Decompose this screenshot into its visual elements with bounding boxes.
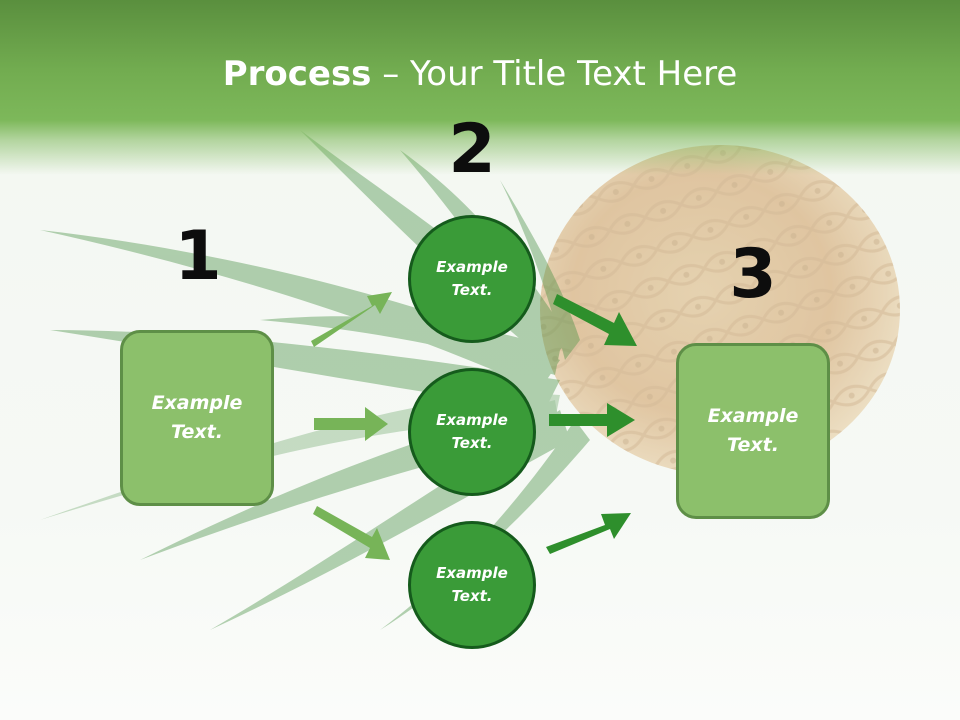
arrow-to-bottom-circle — [313, 506, 390, 560]
arrow-to-middle-circle — [314, 407, 388, 441]
circle-top-label: Example Text. — [436, 258, 508, 299]
circle-middle-label: Example Text. — [436, 411, 508, 452]
circle-bottom-label: Example Text. — [436, 564, 508, 605]
title-bold: Process — [222, 54, 372, 94]
step-number-1: 1 — [174, 217, 222, 296]
right-process-box[interactable]: Example Text. — [676, 343, 830, 519]
left-box-label: Example Text. — [151, 392, 243, 443]
arrow-top-to-right — [553, 294, 637, 346]
slide-title: Process – Your Title Text Here — [0, 52, 960, 96]
arrow-middle-to-right — [549, 403, 635, 437]
step-number-3: 3 — [729, 235, 777, 314]
arrow-bottom-to-right — [546, 513, 631, 554]
circle-top[interactable]: Example Text. — [408, 215, 536, 343]
title-bar — [0, 0, 960, 175]
right-box-label: Example Text. — [707, 405, 799, 456]
arrow-to-top-circle — [311, 292, 392, 347]
circle-bottom[interactable]: Example Text. — [408, 521, 536, 649]
left-process-box[interactable]: Example Text. — [120, 330, 274, 506]
circle-middle[interactable]: Example Text. — [408, 368, 536, 496]
step-number-2: 2 — [448, 110, 496, 189]
title-rest: – Your Title Text Here — [371, 54, 738, 94]
